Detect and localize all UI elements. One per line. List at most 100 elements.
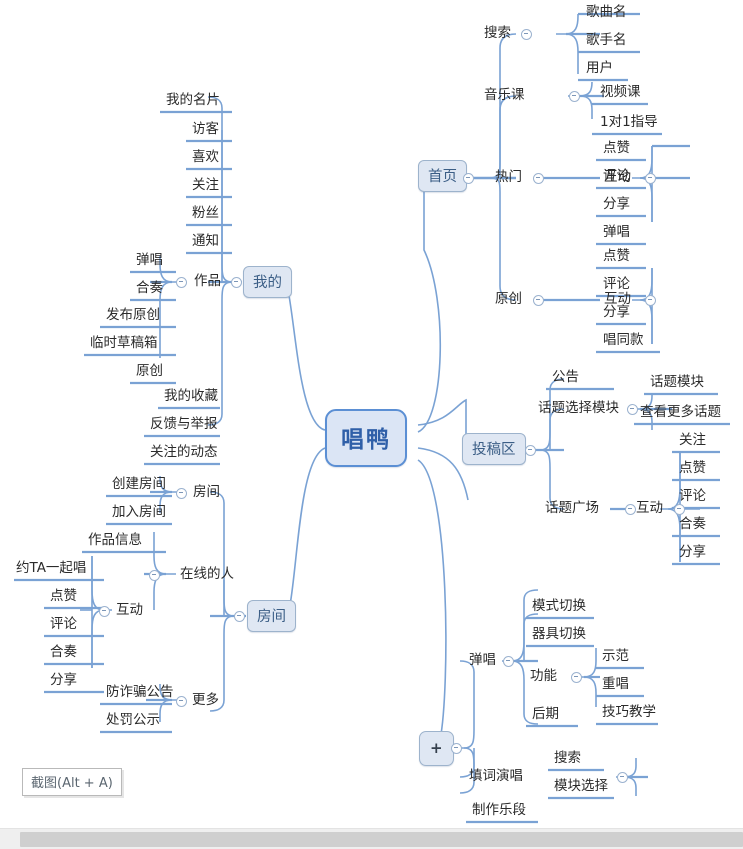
node-search[interactable]: 搜索: [484, 25, 511, 41]
branch-node-submission[interactable]: 投稿区: [462, 433, 526, 465]
collapse-toggle-hot-interaction[interactable]: [645, 173, 656, 184]
leaf-hot-comment[interactable]: 评论: [603, 168, 630, 184]
leaf-instrument-switch[interactable]: 器具切换: [532, 626, 586, 642]
leaf-skill-teaching[interactable]: 技巧教学: [602, 704, 656, 720]
leaf-room-like[interactable]: 点赞: [50, 588, 77, 604]
collapse-toggle-topic-select[interactable]: [627, 404, 638, 415]
leaf-following[interactable]: 关注: [192, 177, 219, 193]
node-lyrics-singing[interactable]: 填词演唱: [469, 768, 523, 784]
leaf-sub-ensemble[interactable]: 合奏: [679, 516, 706, 532]
leaf-draft-box[interactable]: 临时草稿箱: [90, 335, 158, 351]
leaf-video-course[interactable]: 视频课: [600, 84, 641, 100]
node-submission-interaction[interactable]: 互动: [636, 500, 663, 516]
branch-node-create[interactable]: +: [419, 731, 454, 766]
collapse-toggle-create[interactable]: [451, 743, 462, 754]
leaf-room-share[interactable]: 分享: [50, 672, 77, 688]
horizontal-scrollbar-track[interactable]: [0, 828, 743, 849]
node-hot-interaction[interactable]: 互动: [604, 169, 631, 185]
node-functions[interactable]: 功能: [530, 668, 557, 684]
leaf-make-phrase[interactable]: 制作乐段: [472, 802, 526, 818]
collapse-toggle-original[interactable]: [533, 295, 544, 306]
branch-node-room[interactable]: 房间: [247, 600, 296, 632]
leaf-sub-like[interactable]: 点赞: [679, 460, 706, 476]
collapse-toggle-music-class[interactable]: [569, 91, 580, 102]
collapse-toggle-works[interactable]: [176, 277, 187, 288]
leaf-original-comment[interactable]: 评论: [603, 276, 630, 292]
collapse-toggle-room-more[interactable]: [176, 696, 187, 707]
leaf-hot-playsing[interactable]: 弹唱: [603, 224, 630, 240]
collapse-toggle-room[interactable]: [234, 611, 245, 622]
node-room-sub[interactable]: 房间: [193, 484, 220, 500]
collapse-toggle-submission-interaction[interactable]: [674, 504, 685, 515]
leaf-sub-comment[interactable]: 评论: [679, 488, 706, 504]
branch-node-mine[interactable]: 我的: [243, 266, 292, 298]
collapse-toggle-mine[interactable]: [231, 277, 242, 288]
branch-node-home[interactable]: 首页: [418, 160, 467, 192]
leaf-works-ensemble[interactable]: 合奏: [136, 280, 163, 296]
node-original-interaction[interactable]: 互动: [604, 291, 631, 307]
leaf-mode-switch[interactable]: 模式切换: [532, 598, 586, 614]
node-room-interaction[interactable]: 互动: [116, 602, 143, 618]
leaf-penalty-notice[interactable]: 处罚公示: [106, 712, 160, 728]
leaf-original-share[interactable]: 分享: [603, 304, 630, 320]
leaf-hot-like[interactable]: 点赞: [603, 140, 630, 156]
screenshot-hint-chip[interactable]: 截图(Alt + A): [22, 768, 122, 796]
node-room-more[interactable]: 更多: [192, 692, 219, 708]
leaf-one-on-one[interactable]: 1对1指导: [600, 114, 658, 130]
node-topic-square[interactable]: 话题广场: [545, 500, 599, 516]
mindmap-canvas[interactable]: 唱鸭 首页 搜索 歌曲名 歌手名 用户 音乐课 视频课 1对1指导 热门 互动 …: [0, 0, 743, 828]
leaf-module-select[interactable]: 模块选择: [554, 778, 608, 794]
leaf-room-comment[interactable]: 评论: [50, 616, 77, 632]
leaf-create-room[interactable]: 创建房间: [112, 476, 166, 492]
node-works[interactable]: 作品: [194, 273, 221, 289]
leaf-works-playsing[interactable]: 弹唱: [136, 252, 163, 268]
leaf-work-info[interactable]: 作品信息: [88, 532, 142, 548]
leaf-notifications[interactable]: 通知: [192, 233, 219, 249]
node-topic-select[interactable]: 话题选择模块: [538, 400, 619, 416]
leaf-sub-follow[interactable]: 关注: [679, 432, 706, 448]
leaf-sing-same[interactable]: 唱同款: [603, 332, 644, 348]
leaf-announcement[interactable]: 公告: [552, 369, 579, 385]
node-hot[interactable]: 热门: [495, 169, 522, 185]
leaf-hot-share[interactable]: 分享: [603, 196, 630, 212]
leaf-demo[interactable]: 示范: [602, 648, 629, 664]
leaf-post-production[interactable]: 后期: [532, 706, 559, 722]
leaf-invite-sing[interactable]: 约TA一起唱: [16, 560, 87, 576]
collapse-toggle-hot[interactable]: [533, 173, 544, 184]
root-node[interactable]: 唱鸭: [325, 409, 407, 467]
leaf-antifraud-notice[interactable]: 防诈骗公告: [106, 684, 174, 700]
leaf-feedback-report[interactable]: 反馈与举报: [150, 416, 218, 432]
leaf-topic-module[interactable]: 话题模块: [650, 374, 704, 390]
collapse-toggle-functions[interactable]: [571, 672, 582, 683]
leaf-my-collection[interactable]: 我的收藏: [164, 388, 218, 404]
collapse-toggle-room-sub[interactable]: [176, 488, 187, 499]
leaf-more-topics[interactable]: 查看更多话题: [640, 404, 721, 420]
leaf-visitors[interactable]: 访客: [192, 121, 219, 137]
leaf-room-ensemble[interactable]: 合奏: [50, 644, 77, 660]
leaf-join-room[interactable]: 加入房间: [112, 504, 166, 520]
leaf-likes[interactable]: 喜欢: [192, 149, 219, 165]
collapse-toggle-lyrics-singing[interactable]: [617, 772, 628, 783]
leaf-following-feed[interactable]: 关注的动态: [150, 444, 218, 460]
leaf-lyrics-search[interactable]: 搜索: [554, 750, 581, 766]
node-online-people[interactable]: 在线的人: [180, 566, 234, 582]
leaf-publish-original[interactable]: 发布原创: [106, 307, 160, 323]
leaf-original-like[interactable]: 点赞: [603, 248, 630, 264]
collapse-toggle-submission[interactable]: [525, 445, 536, 456]
leaf-sub-share[interactable]: 分享: [679, 544, 706, 560]
leaf-works-original[interactable]: 原创: [136, 363, 163, 379]
node-music-class[interactable]: 音乐课: [484, 87, 525, 103]
collapse-toggle-online-people[interactable]: [149, 570, 160, 581]
leaf-song-name[interactable]: 歌曲名: [586, 4, 627, 20]
collapse-toggle-topic-square[interactable]: [625, 504, 636, 515]
collapse-toggle-home[interactable]: [463, 173, 474, 184]
leaf-my-card[interactable]: 我的名片: [166, 92, 220, 108]
collapse-toggle-play-sing[interactable]: [503, 656, 514, 667]
leaf-singer-name[interactable]: 歌手名: [586, 32, 627, 48]
leaf-fans[interactable]: 粉丝: [192, 205, 219, 221]
horizontal-scrollbar-thumb[interactable]: [20, 832, 743, 847]
collapse-toggle-original-interaction[interactable]: [645, 295, 656, 306]
node-original[interactable]: 原创: [495, 291, 522, 307]
collapse-toggle-room-interaction[interactable]: [99, 606, 110, 617]
leaf-resing[interactable]: 重唱: [602, 676, 629, 692]
